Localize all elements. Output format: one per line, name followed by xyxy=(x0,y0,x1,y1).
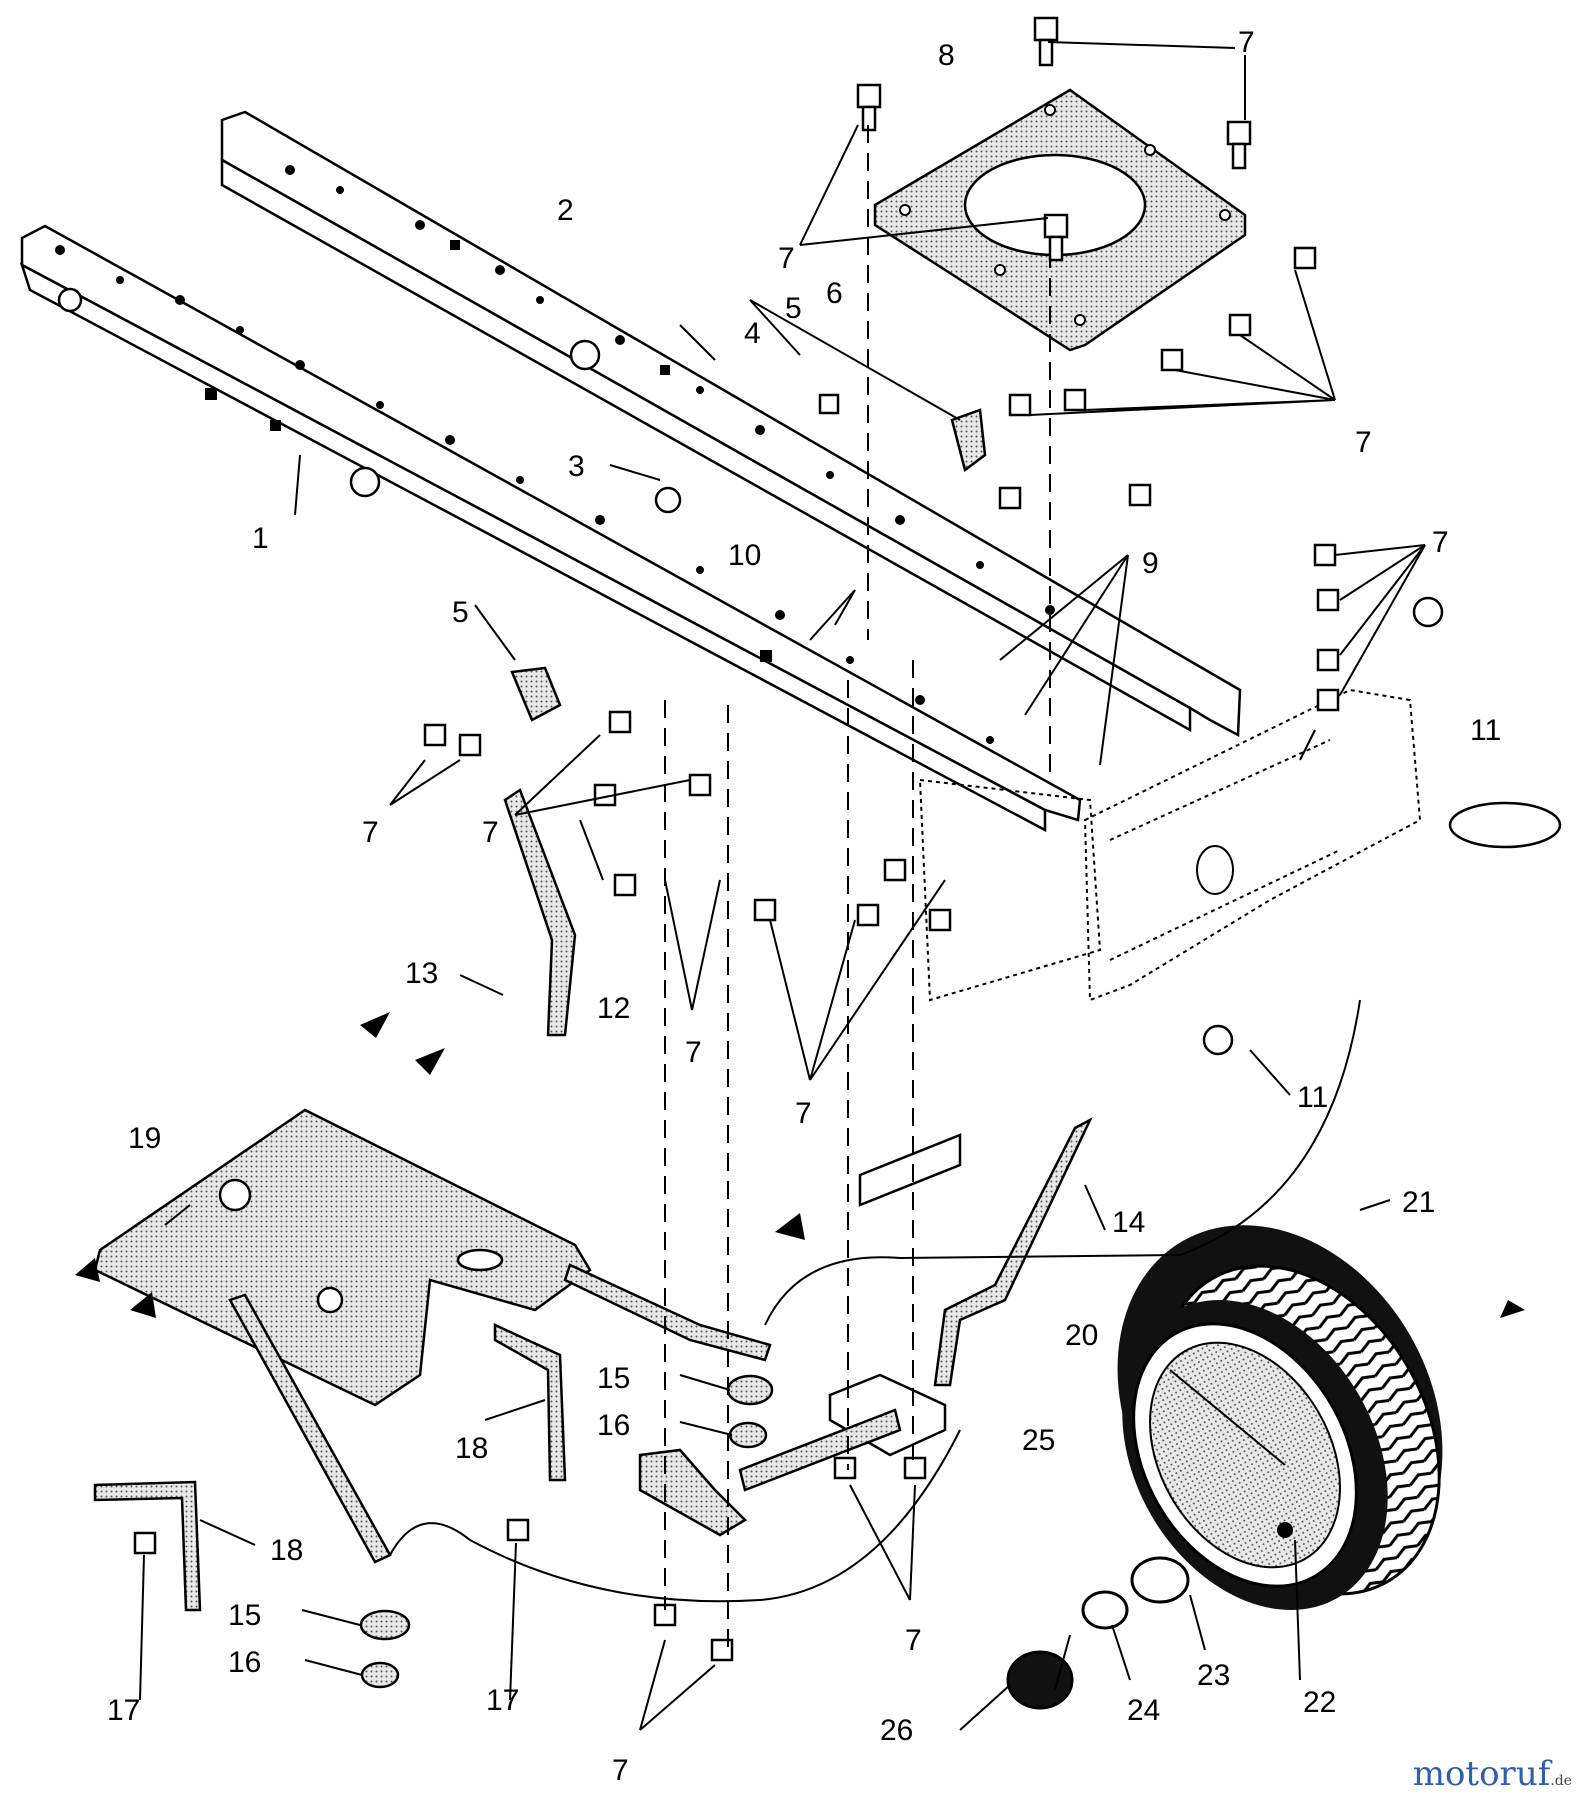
rod-18-lower xyxy=(93,1480,202,1612)
bolt-set xyxy=(133,16,1444,1662)
watermark: motoruf.de xyxy=(1413,1754,1572,1794)
shaft-13 xyxy=(503,788,577,1037)
callout-12: 12 xyxy=(597,992,630,1025)
front-tire xyxy=(1117,1225,1443,1610)
watermark-brand: motoruf xyxy=(1412,1754,1551,1794)
callout-7-e: 7 xyxy=(362,816,379,849)
leader-lines xyxy=(139,41,1426,1731)
callout-11-upper: 11 xyxy=(1470,714,1501,747)
rod-18-upper xyxy=(493,1323,567,1482)
bushing-15-right xyxy=(726,1374,774,1406)
callout-25: 25 xyxy=(1022,1424,1055,1457)
drag-link xyxy=(563,1263,772,1362)
routing-line-lower xyxy=(389,1429,961,1603)
callout-15-right: 15 xyxy=(597,1362,630,1395)
callout-26: 26 xyxy=(880,1714,913,1747)
callout-5-lower: 5 xyxy=(452,596,469,629)
callout-7-j: 7 xyxy=(612,1754,629,1787)
callout-7-h: 7 xyxy=(795,1097,812,1130)
callout-4: 4 xyxy=(744,317,761,350)
callout-19: 19 xyxy=(128,1122,161,1155)
callout-7-i: 7 xyxy=(905,1624,922,1657)
callout-15-left: 15 xyxy=(228,1599,261,1632)
front-axle-assembly xyxy=(858,688,1562,1207)
callout-1: 1 xyxy=(252,522,269,555)
sector-bracket xyxy=(638,1373,947,1537)
callout-16-right: 16 xyxy=(597,1409,630,1442)
callout-23: 23 xyxy=(1197,1659,1230,1692)
callout-labels: 1 2 3 4 5 5 6 7 7 7 7 7 7 7 7 7 7 8 9 10… xyxy=(107,26,1501,1787)
callout-10: 10 xyxy=(728,539,761,572)
routing-line xyxy=(764,999,1361,1326)
callout-9: 9 xyxy=(1142,547,1159,580)
control-plate xyxy=(93,1108,592,1407)
callout-14: 14 xyxy=(1112,1206,1145,1239)
callout-16-left: 16 xyxy=(228,1646,261,1679)
alignment-lines xyxy=(664,125,1051,1650)
callout-21: 21 xyxy=(1402,1186,1435,1219)
bushing-15-left xyxy=(359,1609,411,1641)
callout-22: 22 xyxy=(1303,1686,1336,1719)
callout-5-upper: 5 xyxy=(785,292,802,325)
nut-16-left xyxy=(360,1661,400,1689)
callout-7-b: 7 xyxy=(778,242,795,275)
bracket-upper xyxy=(950,408,987,473)
steering-shaft xyxy=(933,1117,1093,1387)
bracket-lower xyxy=(510,666,562,722)
callout-18-lower: 18 xyxy=(270,1534,303,1567)
frame-rail-right xyxy=(220,110,1242,738)
callout-11-lower: 11 xyxy=(1297,1081,1328,1114)
callout-8: 8 xyxy=(938,39,955,72)
hub-cap xyxy=(1006,1650,1074,1710)
callout-18-upper: 18 xyxy=(455,1432,488,1465)
callout-2: 2 xyxy=(557,194,574,227)
callout-17-right: 17 xyxy=(486,1684,519,1717)
callout-17-left: 17 xyxy=(107,1694,140,1727)
callout-20: 20 xyxy=(1065,1319,1098,1352)
callout-6: 6 xyxy=(826,277,843,310)
watermark-suffix: .de xyxy=(1550,1773,1572,1789)
callout-7-a: 7 xyxy=(1238,26,1255,59)
callout-24: 24 xyxy=(1127,1694,1160,1727)
frame-rail-left xyxy=(19,224,1082,833)
direction-arrows xyxy=(75,1012,1525,1318)
callout-7-g: 7 xyxy=(685,1036,702,1069)
nut-16-right xyxy=(728,1421,768,1449)
callout-7-c: 7 xyxy=(1355,426,1372,459)
callout-7-d: 7 xyxy=(1432,526,1449,559)
callout-13: 13 xyxy=(405,957,438,990)
washer-23 xyxy=(1130,1556,1190,1604)
washer-24 xyxy=(1081,1590,1129,1630)
callout-7-f: 7 xyxy=(482,816,499,849)
callout-3: 3 xyxy=(568,450,585,483)
